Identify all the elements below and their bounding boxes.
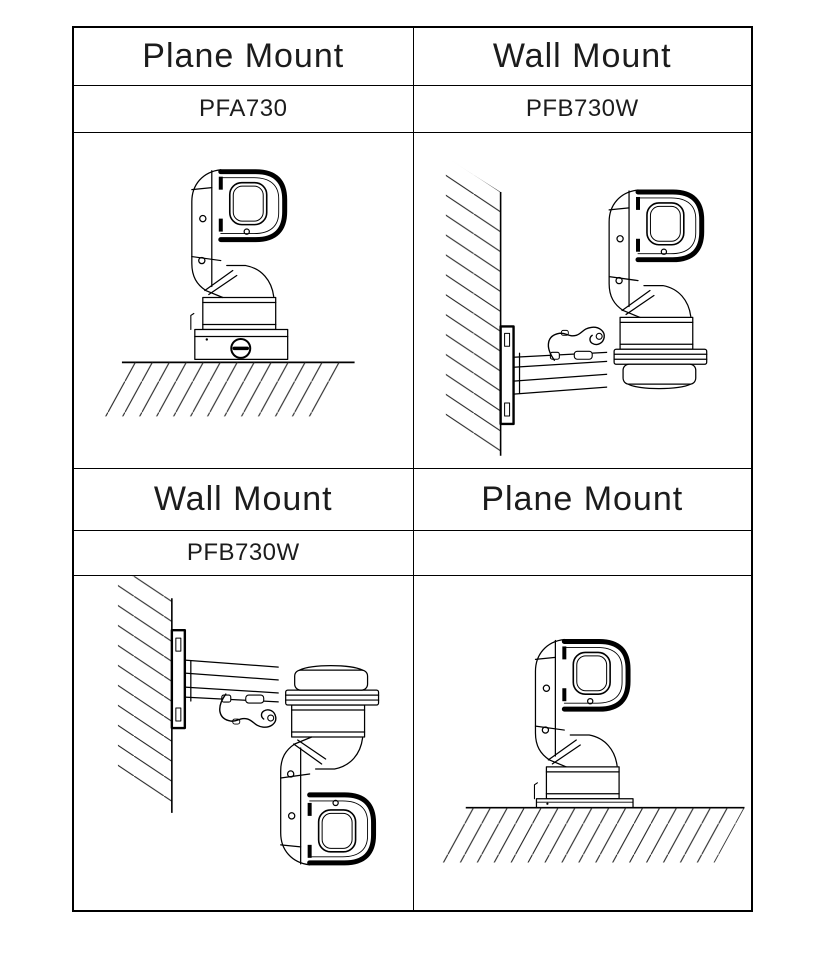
model-label: PFA730: [199, 95, 288, 122]
model-label: PFB730W: [186, 539, 300, 566]
wall-hatch: [445, 157, 501, 456]
cell-drawing-wall-mount-1: [412, 132, 752, 468]
camera-illustration: [534, 639, 634, 809]
cell-model-pfb730w-1: PFB730W: [412, 85, 751, 132]
ground-hatch: [91, 362, 355, 417]
cell-model-pfa730: PFA730: [74, 85, 413, 132]
camera-illustration: [191, 170, 289, 361]
model-label: PFB730W: [525, 95, 639, 122]
wall-mount-inverted-drawing: [117, 576, 413, 910]
wall-hatch: [117, 576, 172, 813]
cell-title-plane-mount-1: Plane Mount: [74, 28, 413, 85]
bracket-and-camera: [500, 188, 707, 424]
title-label: Plane Mount: [142, 37, 345, 75]
mount-options-table: Plane Mount Wall Mount PFA730 PFB730W: [72, 26, 753, 912]
wall-mount-drawing: [445, 157, 752, 456]
ground-hatch: [435, 807, 745, 863]
plane-mount-drawing: [91, 133, 355, 417]
cell-model-empty: [412, 530, 751, 575]
cell-model-pfb730w-2: PFB730W: [74, 530, 413, 575]
cell-drawing-plane-mount-1: [74, 132, 413, 468]
cell-drawing-wall-mount-2: [74, 575, 413, 910]
title-label: Wall Mount: [153, 480, 333, 518]
title-label: Plane Mount: [481, 480, 684, 518]
cell-title-wall-mount-2: Wall Mount: [74, 468, 413, 530]
cell-title-plane-mount-2: Plane Mount: [412, 468, 751, 530]
plane-mount-drawing: [435, 576, 745, 863]
bracket-and-camera: [172, 630, 380, 867]
title-label: Wall Mount: [492, 37, 672, 75]
cell-title-wall-mount-1: Wall Mount: [412, 28, 751, 85]
cell-drawing-plane-mount-2: [412, 575, 751, 910]
